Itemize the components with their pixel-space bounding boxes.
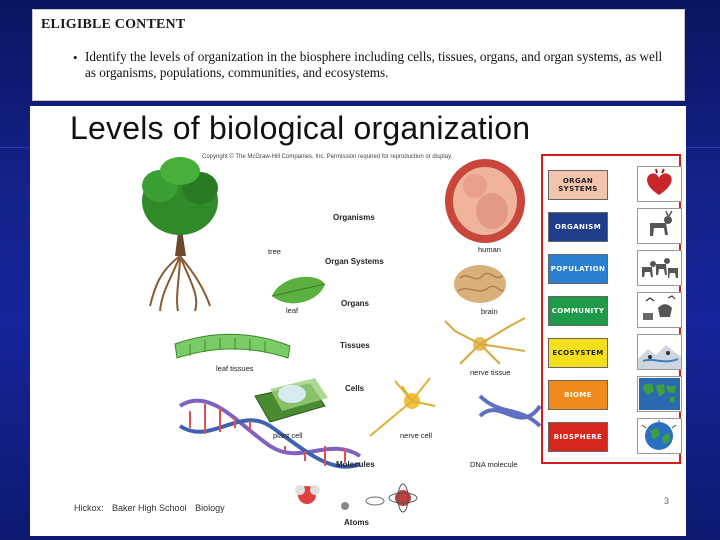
level-box-label: BIOSPHERE — [554, 433, 602, 441]
deer-icon — [637, 208, 682, 244]
plant-cell-icon — [255, 378, 328, 422]
footer-school: Baker High School — [112, 503, 187, 513]
footer-author: Hickox: — [74, 503, 104, 513]
level-box-organism: ORGANISM — [548, 212, 608, 242]
slide-footer: Hickox: Baker High School Biology — [74, 503, 231, 513]
level-label-organ-systems: Organ Systems — [325, 257, 384, 266]
footer-subject: Biology — [195, 503, 225, 513]
atom-icon — [295, 484, 417, 512]
leaf-icon — [272, 277, 325, 304]
caption-leaf: leaf — [286, 306, 298, 315]
deer-herd-icon — [637, 250, 682, 286]
nerve-tissue-icon — [445, 318, 525, 364]
level-label-cells: Cells — [345, 384, 364, 393]
level-label-tissues: Tissues — [340, 341, 370, 350]
caption-dna-molecule: DNA molecule — [470, 460, 518, 469]
level-box-label: COMMUNITY — [552, 307, 605, 315]
leaf-tissue-icon — [175, 334, 290, 358]
human-fetus-icon — [445, 159, 525, 243]
level-label-molecules: Molecules — [336, 460, 375, 469]
hierarchy-legend-box: ORGAN SYSTEMS ORGANISM POPULATION COMMUN… — [541, 154, 681, 464]
dna-icon — [180, 396, 540, 467]
bullet-marker: • — [73, 50, 78, 66]
level-label-organisms: Organisms — [333, 213, 375, 222]
level-box-label: ORGANISM — [555, 223, 601, 231]
slide-number: 3 — [664, 496, 669, 506]
caption-nerve-tissue: nerve tissue — [470, 368, 510, 377]
level-box-label: ECOSYSTEM — [552, 349, 603, 357]
level-box-organ-systems: ORGAN SYSTEMS — [548, 170, 608, 200]
caption-leaf-tissues: leaf tissues — [216, 364, 254, 373]
level-label-organs: Organs — [341, 299, 369, 308]
nerve-cell-icon — [370, 378, 435, 436]
caption-nerve-cell: nerve cell — [400, 431, 432, 440]
brain-icon — [454, 265, 506, 303]
level-box-label: POPULATION — [551, 265, 605, 273]
level-box-community: COMMUNITY — [548, 296, 608, 326]
level-box-biosphere: BIOSPHERE — [548, 422, 608, 452]
caption-human: human — [478, 245, 501, 254]
tree-icon — [142, 157, 218, 311]
eligible-content-text: Identify the levels of organization in t… — [85, 49, 675, 81]
level-label-atoms: Atoms — [344, 518, 369, 527]
level-box-ecosystem: ECOSYSTEM — [548, 338, 608, 368]
level-box-population: POPULATION — [548, 254, 608, 284]
landscape-icon — [637, 334, 682, 370]
world-map-icon — [637, 376, 682, 412]
animals-icon — [637, 292, 682, 328]
level-box-label: ORGAN SYSTEMS — [549, 177, 607, 193]
globe-icon — [637, 418, 682, 454]
eligible-content-box: ELIGIBLE CONTENT • Identify the levels o… — [32, 9, 685, 101]
level-box-label: BIOME — [564, 391, 592, 399]
heart-icon — [637, 166, 682, 202]
eligible-content-title: ELIGIBLE CONTENT — [41, 17, 185, 33]
organization-illustration — [30, 106, 550, 536]
caption-brain: brain — [481, 307, 498, 316]
caption-tree: tree — [268, 247, 281, 256]
level-box-biome: BIOME — [548, 380, 608, 410]
caption-plant-cell: plant cell — [273, 431, 303, 440]
